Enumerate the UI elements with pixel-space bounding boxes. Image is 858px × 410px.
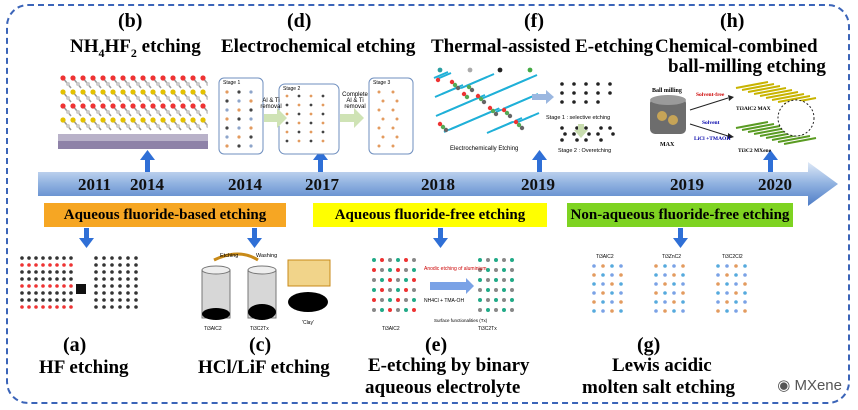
year-2011: 2011 [78,175,112,194]
title-c: HCl/LiF etching [198,357,330,378]
year-2019a: 2019 [521,175,555,194]
svg-text:Solvent: Solvent [702,120,720,126]
title-h: Chemical-combined [655,36,818,57]
svg-text:Ti3C2Tx: Ti3C2Tx [478,326,497,332]
label-c: (c) [249,334,272,356]
d-stage2: Stage 2 [283,86,300,92]
f-stage2: Stage 2 : Overetching [558,148,611,154]
panel-c-image: Etching Washing Ti3AlC2 Ti3C2Tx 'Clay' [201,252,331,332]
watermark: ◉ MXene [777,377,842,394]
year-2018: 2018 [421,175,455,194]
svg-text:Surface functionalities (Tx): Surface functionalities (Tx) [434,318,488,323]
f-caption: Electrochemically Etching [450,146,518,152]
year-2020: 2020 [758,175,792,194]
svg-text:Ti3AlC2: Ti3AlC2 [596,254,614,260]
band-non-aqueous: Non-aqueous fluoride-free etching [567,203,793,227]
svg-text:MAX: MAX [660,142,675,148]
svg-text:Ti3C2Cl2: Ti3C2Cl2 [722,254,743,260]
year-2014b: 2014 [228,175,262,194]
svg-text:'Clay': 'Clay' [302,320,314,326]
panel-b-image [58,75,208,149]
d-step1: Al & Ti removal [260,98,282,110]
wechat-icon: ◉ [777,377,791,394]
svg-text:Anodic etching of aluminium: Anodic etching of aluminium [424,266,487,272]
title-e: E-etching by binary [368,355,530,376]
label-b: (b) [118,10,143,32]
svg-text:Ti3AlC2 MAX: Ti3AlC2 MAX [736,106,771,112]
label-d: (d) [287,10,312,32]
panel-d-image: Stage 1 Stage 2 Stage 3 [218,77,414,155]
d-stage1: Stage 1 [223,80,240,86]
year-2019b: 2019 [670,175,704,194]
title-b: NH4HF2 etching [70,36,201,60]
svg-text:LiCl +TMAOH: LiCl +TMAOH [694,136,731,142]
title-h-2: ball-milling etching [668,56,826,77]
title-f: Thermal-assisted E-etching [431,36,654,57]
panel-f-image: Electrochemically Etching Stage 1 : sele… [433,67,615,154]
label-g: (g) [637,334,661,356]
band-aqueous-fluoride: Aqueous fluoride-based etching [44,203,286,227]
title-a: HF etching [39,357,129,378]
title-g-2: molten salt etching [582,377,736,398]
d-stage3: Stage 3 [373,80,390,86]
svg-text:Ti3AlC2: Ti3AlC2 [204,326,222,332]
label-e: (e) [425,334,448,356]
label-h: (h) [720,10,745,32]
panel-h-image: Ball milling MAX Solvent-free Solvent Li… [650,81,817,154]
panel-a-image [20,256,138,309]
svg-text:Etching: Etching [220,253,238,259]
svg-text:Ti3C2Tx: Ti3C2Tx [250,326,269,332]
title-g: Lewis acidic [612,355,712,376]
dashed-frame [6,4,850,404]
title-e-2: aqueous electrolyte [365,377,521,398]
svg-text:Ti3AlC2: Ti3AlC2 [382,326,400,332]
label-f: (f) [524,10,544,32]
d-step2: Complete Al & Ti removal [342,92,368,110]
panel-g-image: Ti3AlC2 Ti3ZnC2 Ti3C2Cl2 [592,254,747,313]
label-a: (a) [63,334,87,356]
svg-text:Ball milling: Ball milling [652,88,682,94]
panel-e-image: Anodic etching of aluminium NH4Cl + TMA-… [372,258,514,332]
title-d: Electrochemical etching [221,36,416,57]
svg-text:Solvent-free: Solvent-free [696,92,725,98]
svg-text:Ti3C2 MXene: Ti3C2 MXene [738,148,772,154]
svg-text:NH4Cl + TMA-OH: NH4Cl + TMA-OH [424,298,464,304]
year-2014a: 2014 [130,175,164,194]
timeline-arrow [38,162,838,206]
f-stage1: Stage 1 : selective etching [546,115,610,121]
year-2017: 2017 [305,175,339,194]
svg-text:Washing: Washing [256,253,277,259]
svg-text:Ti3ZnC2: Ti3ZnC2 [662,254,681,260]
band-aqueous-fluoride-free: Aqueous fluoride-free etching [313,203,547,227]
